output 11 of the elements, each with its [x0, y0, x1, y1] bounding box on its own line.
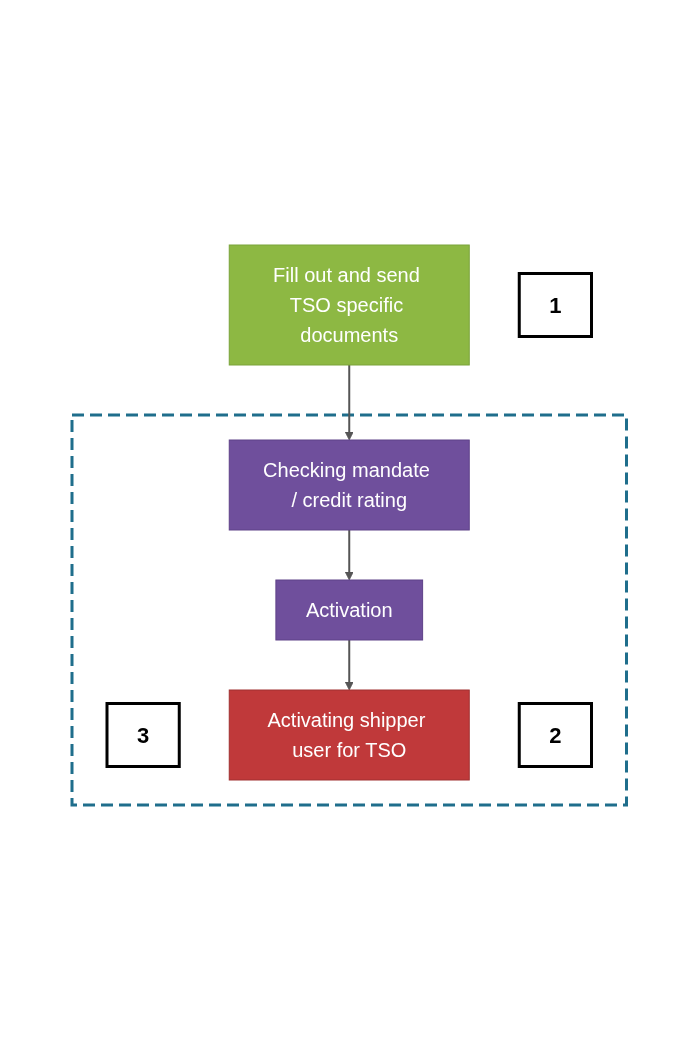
node-box: 3	[105, 701, 181, 768]
node-box: 2	[518, 701, 594, 768]
arrow	[345, 638, 354, 690]
node-box: Checking mandate / credit rating	[229, 439, 470, 530]
node-box: 1	[518, 271, 594, 338]
node-box: Activating shipper user for TSO	[229, 689, 470, 780]
node-box: Activation	[275, 579, 424, 640]
cluster	[70, 413, 629, 806]
arrow	[345, 528, 354, 580]
arrow	[345, 363, 354, 440]
node-box: Fill out and send TSO specific documents	[229, 244, 470, 365]
